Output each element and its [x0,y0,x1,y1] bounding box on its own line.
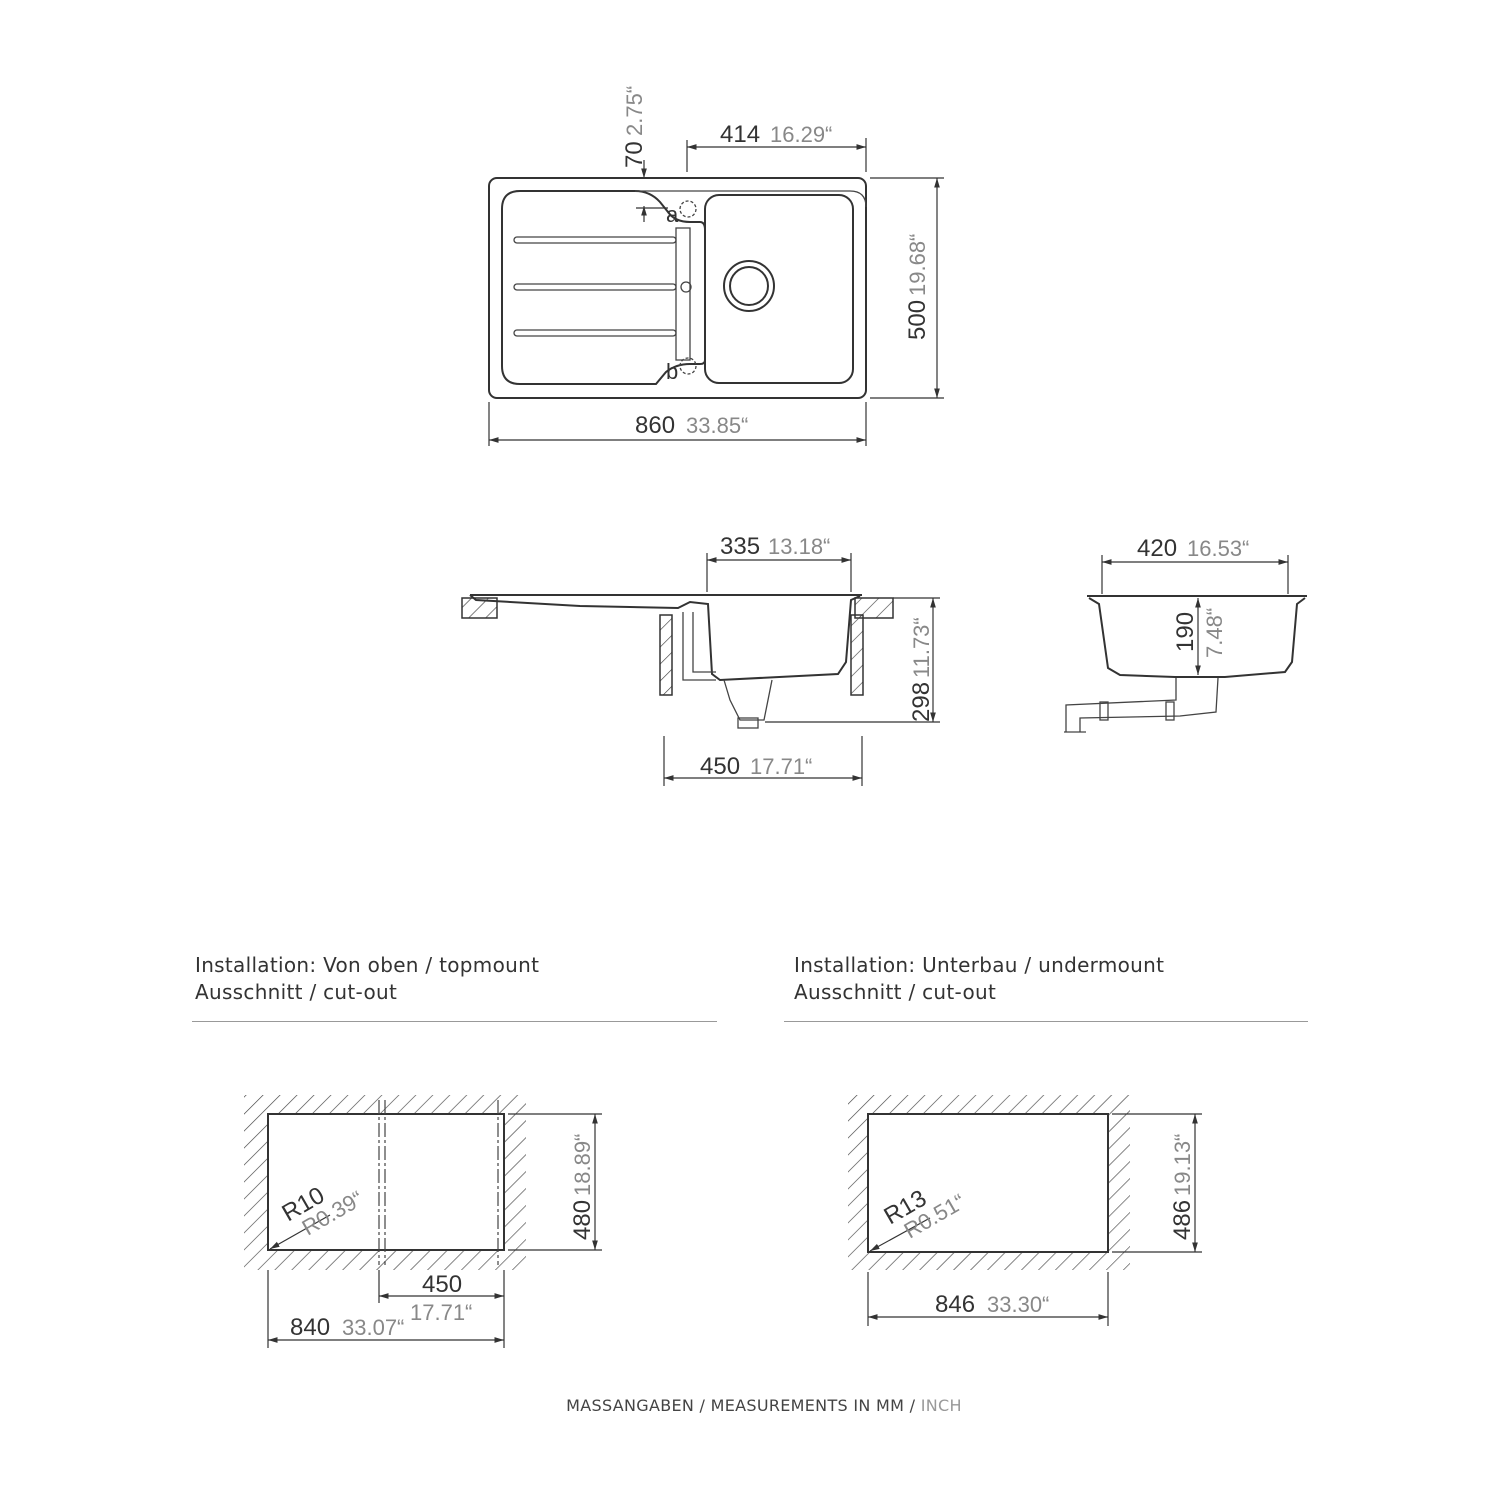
cutout-rect [867,1113,1109,1253]
drainer-bridge [675,227,691,361]
undermount-heading-line1: Installation: Unterbau / undermount [794,953,1165,977]
undermount-heading: Installation: Unterbau / undermount Auss… [794,952,1164,1006]
footer-main: MASSANGABEN / MEASUREMENTS IN MM / [566,1396,916,1415]
marker-b: b [666,359,678,384]
cutout-rect [267,1113,505,1251]
undermount-cutout: R13 R0.51“ 486 19.13“ 846 33.30“ [844,1091,1202,1326]
optional-hole-a [679,200,697,218]
trap [737,717,759,729]
side-view: 335 13.18“ 298 11.73“ 450 17.71“ [461,533,940,786]
topmount-width-inch: 33.07“ [342,1315,404,1340]
bowl-inner-width-mm: 335 [720,533,760,560]
topmount-height-mm: 480 [569,1200,596,1240]
bowl-depth-mm: 190 [1172,612,1199,652]
topmount-cabinet-mm: 450 [422,1271,462,1298]
overall-width-inch: 33.85“ [686,413,748,438]
waste-pipe [682,612,773,721]
drainer-area [501,190,706,385]
undermount-height-mm: 486 [1169,1200,1196,1240]
topmount-heading-line1: Installation: Von oben / topmount [195,953,540,977]
cabinet-wall-left [659,614,673,696]
sink-outline [488,177,867,399]
undermount-width-inch: 33.30“ [987,1292,1049,1317]
cabinet-width-mm: 450 [700,753,740,780]
end-view: 420 16.53“ 190 7.48“ [1064,535,1307,733]
cabinet-width-inch: 17.71“ [750,754,812,779]
drain-inner [729,266,769,306]
undermount-height-inch: 19.13“ [1170,1134,1195,1196]
topmount-width-mm: 840 [290,1314,330,1341]
bowl [704,194,854,384]
topmount-divider [192,1021,717,1022]
footer-note: MASSANGABEN / MEASUREMENTS IN MM / INCH [0,1396,1500,1415]
cabinet-wall-right [850,614,864,696]
undermount-width-mm: 846 [935,1291,975,1318]
countertop-left [461,597,498,619]
undermount-divider [784,1021,1308,1022]
drain-outer [723,260,775,312]
tap-offset-inch: 2.75“ [622,86,647,136]
marker-a: a [666,202,679,227]
countertop-right [854,597,894,619]
topmount-height-inch: 18.89“ [570,1134,595,1196]
end-width-inch: 16.53“ [1187,536,1249,561]
top-view: a b 70 2.75“ 414 16.29“ 500 19.68“ 860 3… [488,86,944,446]
overall-depth-inch: 19.68“ [905,234,930,296]
total-height-mm: 298 [908,682,935,722]
overall-depth-mm: 500 [904,300,931,340]
bowl-profile [1087,595,1307,678]
topmount-cutout: R10 R0.39“ 480 18.89“ 450 17.71“ 840 33.… [240,1091,602,1348]
topmount-cabinet-inch: 17.71“ [410,1300,472,1325]
tap-offset-mm: 70 [621,141,648,168]
topmount-heading: Installation: Von oben / topmount Aussch… [195,952,539,1006]
end-width-mm: 420 [1137,535,1177,562]
drainer-ribs [513,236,677,337]
bowl-width-inch: 16.29“ [770,122,832,147]
bowl-width-mm: 414 [720,121,760,148]
footer-unit: INCH [920,1396,962,1415]
waste-pipe [1064,677,1219,733]
bowl-inner-width-inch: 13.18“ [768,534,830,559]
bowl-depth-inch: 7.48“ [1202,608,1227,658]
topmount-heading-line2: Ausschnitt / cut-out [195,980,398,1004]
tap-hole [680,281,692,293]
total-height-inch: 11.73“ [909,617,934,678]
overall-width-mm: 860 [635,412,675,439]
undermount-heading-line2: Ausschnitt / cut-out [794,980,997,1004]
optional-hole-b [679,357,697,375]
sink-profile [469,594,862,682]
